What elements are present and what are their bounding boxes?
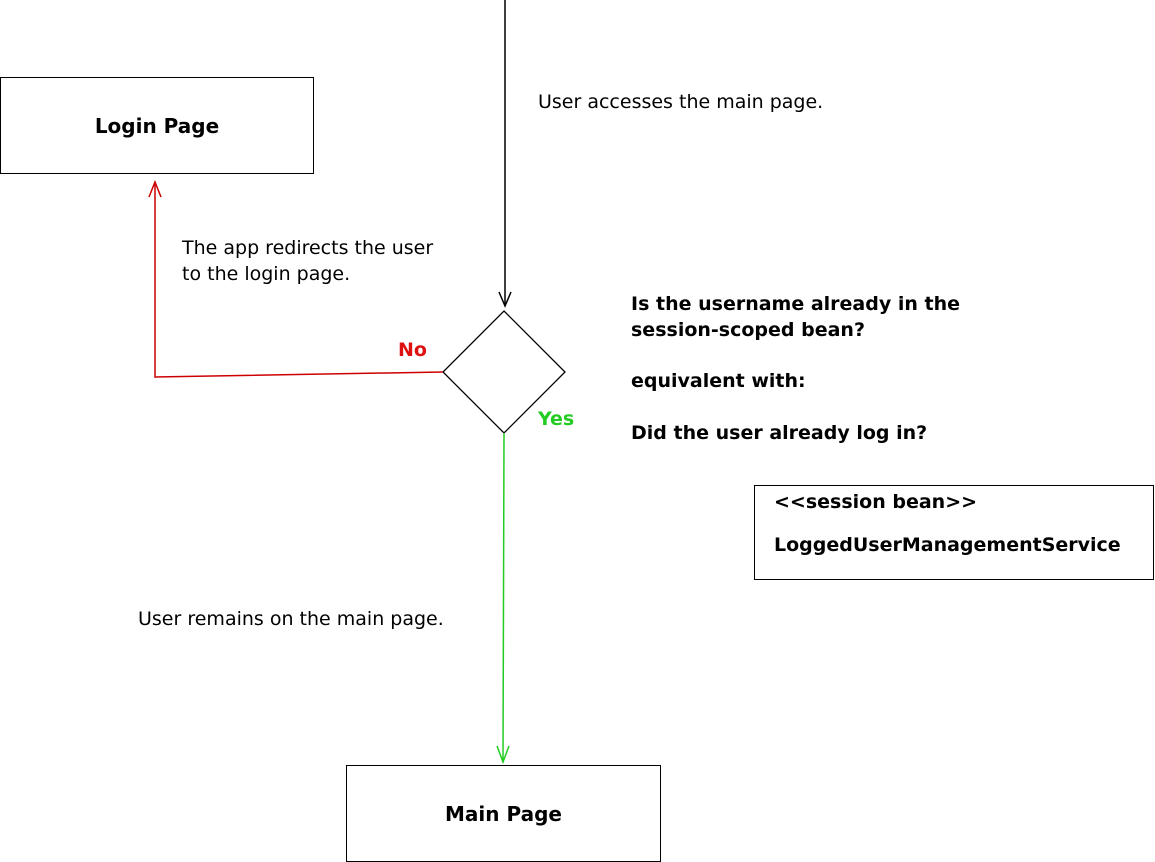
no-branch-line xyxy=(154,182,444,378)
main-page-node: Main Page xyxy=(346,765,661,862)
decision-equivalent-label: equivalent with: xyxy=(631,370,806,392)
redirect-label-line2: to the login page. xyxy=(182,263,351,285)
session-bean-node: <<session bean>> LoggedUserManagementSer… xyxy=(754,485,1154,580)
access-label: User accesses the main page. xyxy=(538,91,824,113)
yes-branch-line xyxy=(502,432,505,763)
no-branch-label: No xyxy=(398,339,427,361)
main-page-title: Main Page xyxy=(445,801,562,826)
decision-question-line2: session-scoped bean? xyxy=(631,319,865,341)
decision-question-alt: Did the user already log in? xyxy=(631,422,928,444)
entry-arrow-head xyxy=(498,291,512,308)
login-page-node: Login Page xyxy=(0,77,314,174)
yes-branch-label: Yes xyxy=(538,408,575,430)
no-branch-arrow-head xyxy=(148,179,162,198)
decision-question-line1: Is the username already in the xyxy=(631,293,961,315)
remain-label: User remains on the main page. xyxy=(138,608,444,630)
yes-branch-arrow-head xyxy=(496,745,510,765)
bean-stereotype: <<session bean>> xyxy=(774,491,978,513)
login-page-title: Login Page xyxy=(94,113,220,138)
redirect-label-line1: The app redirects the user xyxy=(182,237,434,259)
bean-name: LoggedUserManagementService xyxy=(774,534,1121,556)
